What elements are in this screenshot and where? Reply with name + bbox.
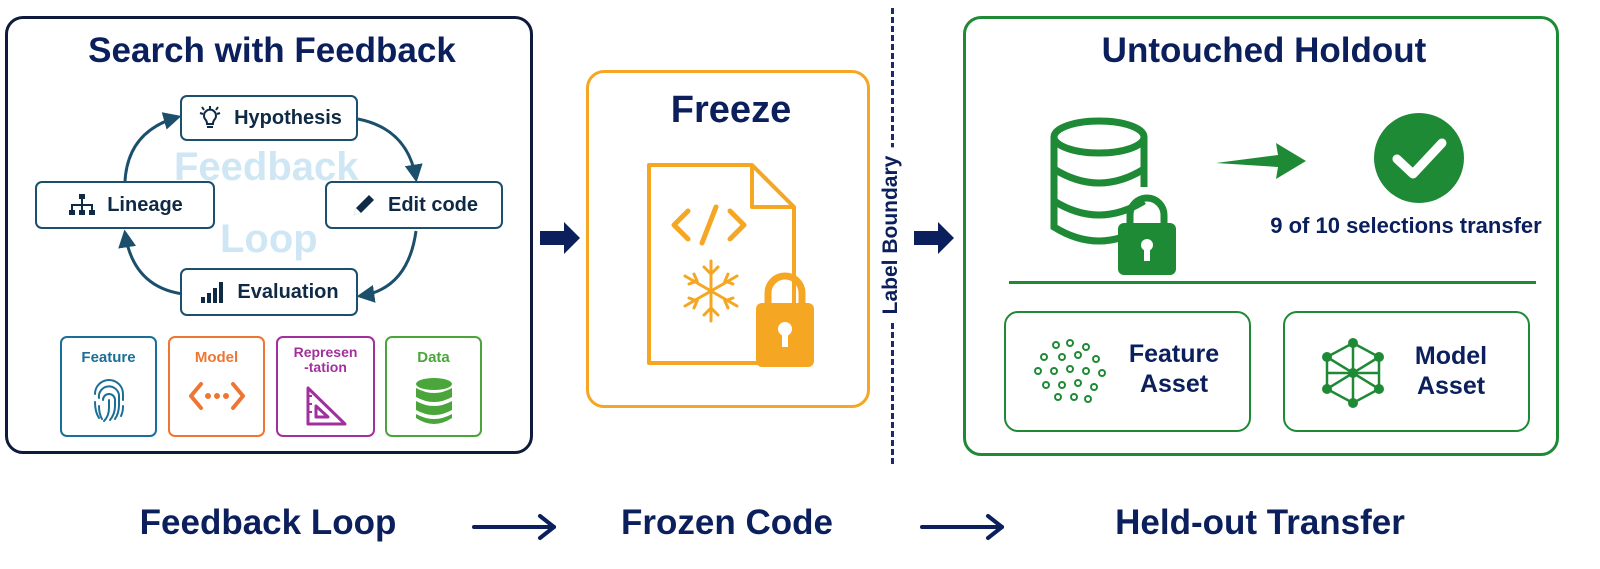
locked-database-icon xyxy=(1050,117,1176,275)
step-lineage-label: Lineage xyxy=(107,193,183,216)
network-cube-icon xyxy=(1322,338,1384,408)
step-edit-code-label: Edit code xyxy=(387,193,478,216)
holdout-panel-title: Untouched Holdout xyxy=(1101,31,1427,70)
code-arrows-icon xyxy=(188,382,245,410)
database-icon xyxy=(415,378,452,424)
holdout-divider xyxy=(1009,281,1536,284)
watermark-loop: Loop xyxy=(220,217,318,261)
transfer-result-text: 9 of 10 selections transfer xyxy=(1270,213,1542,238)
check-circle-icon xyxy=(1374,113,1464,203)
step-lineage: Lineage xyxy=(35,181,215,229)
card-model: Model xyxy=(168,336,265,437)
card-representation: Represen -tation xyxy=(276,336,375,437)
loop-arrows xyxy=(118,112,423,303)
caption-heldout-transfer: Held-out Transfer xyxy=(1115,503,1405,542)
arrow-to-freeze xyxy=(540,222,580,254)
step-hypothesis: Hypothesis xyxy=(180,95,358,141)
holdout-panel: Untouched Holdout 9 of 10 selections tra… xyxy=(963,16,1559,456)
model-asset-card: Model Asset xyxy=(1283,311,1530,432)
caption-frozen-code: Frozen Code xyxy=(621,503,833,542)
hierarchy-icon xyxy=(69,194,96,215)
caption-feedback-loop: Feedback Loop xyxy=(139,503,397,542)
step-evaluation: Evaluation xyxy=(180,268,358,316)
lightbulb-icon xyxy=(199,106,221,128)
card-feature: Feature xyxy=(60,336,157,437)
label-boundary-text: Label Boundary xyxy=(879,147,903,323)
caption-arrow-1 xyxy=(472,514,556,540)
card-feature-label: Feature xyxy=(81,349,136,366)
feature-asset-card: Feature Asset xyxy=(1004,311,1251,432)
set-square-icon xyxy=(306,386,346,426)
transfer-arrow-icon xyxy=(1216,143,1306,179)
card-data-label: Data xyxy=(417,349,450,366)
snowflake-icon xyxy=(683,259,739,323)
step-edit-code: Edit code xyxy=(325,181,503,229)
card-representation-label: Represen -tation xyxy=(293,344,358,375)
search-panel-title: Search with Feedback xyxy=(88,31,456,70)
padlock-icon xyxy=(756,272,814,367)
step-evaluation-label: Evaluation xyxy=(237,280,339,303)
bar-chart-icon xyxy=(201,282,224,303)
search-panel: Search with Feedback Feedback Loop Hypot… xyxy=(5,16,533,454)
arrow-to-holdout xyxy=(914,222,954,254)
feature-asset-label: Feature Asset xyxy=(1128,340,1220,398)
caption-arrow-2 xyxy=(920,514,1004,540)
card-data: Data xyxy=(385,336,482,437)
model-asset-label: Model Asset xyxy=(1414,342,1488,400)
freeze-panel-title: Freeze xyxy=(670,89,792,131)
freeze-panel: Freeze xyxy=(586,70,870,408)
frozen-file-illustration xyxy=(647,163,814,367)
code-file-icon xyxy=(647,163,796,365)
fingerprint-icon xyxy=(93,379,124,422)
step-hypothesis-label: Hypothesis xyxy=(234,106,342,129)
pencil-icon xyxy=(353,195,374,215)
card-model-label: Model xyxy=(194,349,239,366)
dot-cloud-icon xyxy=(1034,339,1106,403)
